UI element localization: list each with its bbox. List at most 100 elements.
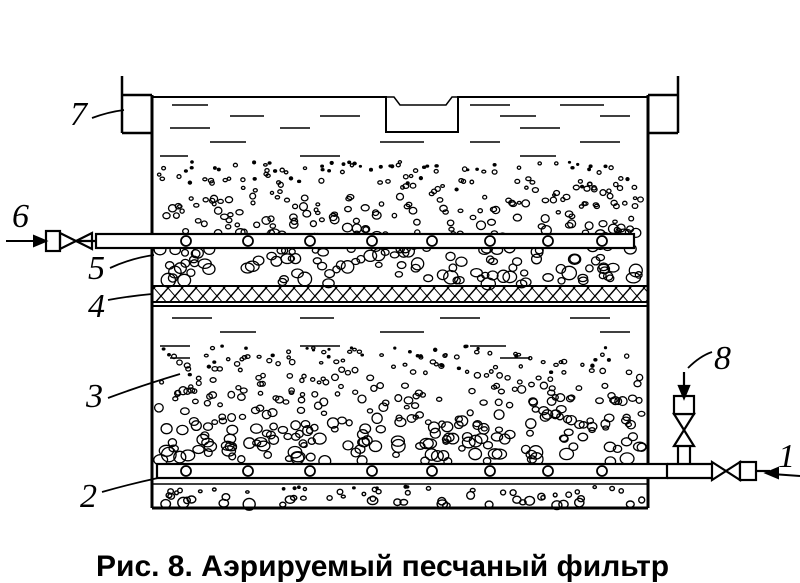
sand-grain (322, 378, 330, 386)
sand-grain (403, 484, 408, 489)
sand-grain (540, 213, 550, 224)
sand-grain (302, 486, 308, 492)
sand-grain (590, 186, 598, 193)
sand-grain (464, 369, 470, 374)
sand-grain (217, 198, 224, 205)
sand-grain (300, 419, 311, 429)
sand-grain (244, 346, 248, 350)
sand-grain (612, 444, 623, 454)
sand-grain (202, 262, 216, 276)
sand-grain (612, 203, 620, 210)
sand-grain (233, 360, 241, 367)
sand-grain (266, 357, 273, 364)
sand-grain (291, 268, 304, 279)
sand-grain (575, 385, 583, 392)
sand-grain (332, 265, 341, 274)
sand-grain (252, 187, 258, 193)
sand-grain (432, 347, 438, 352)
sand-grain (188, 416, 200, 427)
sand-grain (588, 368, 595, 374)
sand-grain (530, 253, 543, 265)
sand-grain (252, 160, 257, 165)
sand-grain (358, 164, 363, 168)
sand-grain (161, 347, 166, 351)
sand-grain (297, 271, 313, 287)
sand-grain (318, 177, 325, 184)
sand-grain (262, 163, 268, 167)
sand-grain (161, 165, 167, 171)
sand-grain (296, 485, 301, 490)
sand-grain (187, 372, 192, 377)
sand-grain (552, 492, 558, 498)
sand-grain (361, 491, 367, 497)
sand-grain (539, 381, 549, 390)
sand-grain (558, 499, 569, 509)
sand-grain (496, 269, 511, 284)
sand-grain (312, 257, 322, 265)
sand-grain (375, 424, 387, 434)
sand-grain (606, 357, 611, 362)
sand-grain (454, 415, 464, 423)
sand-grain (550, 409, 561, 420)
sand-grain (559, 447, 575, 461)
sand-grain (326, 417, 340, 429)
sand-grain (581, 201, 587, 207)
sand-grain (608, 165, 614, 171)
sand-grain (286, 372, 294, 379)
pipe-hole (242, 465, 254, 477)
sand-grain (558, 434, 569, 443)
sand-grain (565, 414, 578, 426)
sand-grain (352, 389, 359, 395)
sand-grain (202, 197, 209, 203)
sand-grain (603, 164, 608, 169)
sand-grain (275, 360, 281, 367)
sand-grain (206, 364, 212, 369)
sand-grain (216, 167, 221, 172)
sand-grain (339, 169, 345, 175)
sand-grain (194, 217, 202, 224)
sand-grain (487, 448, 503, 460)
sand-grain (226, 424, 239, 436)
sand-grain (470, 267, 483, 278)
bottom-gravel-layer (160, 484, 646, 511)
pipe-hole (484, 465, 496, 477)
sand-grain (263, 450, 273, 459)
sand-grain (540, 495, 546, 501)
sand-grain (244, 354, 251, 360)
pipe-hole (542, 465, 554, 477)
sand-grain (631, 202, 639, 210)
sand-grain (553, 362, 559, 368)
sand-grain (454, 187, 459, 192)
sand-grain (206, 393, 213, 400)
pipe-hole (304, 465, 316, 477)
sand-grain (409, 182, 417, 189)
label-2: 2 (80, 478, 97, 515)
sand-grain (371, 486, 378, 493)
sand-grain (340, 494, 346, 499)
sand-grain (261, 216, 272, 225)
sand-grain (218, 417, 228, 425)
sand-grain (480, 426, 488, 432)
sand-grain (289, 252, 302, 265)
sand-grain (368, 167, 374, 172)
sand-grain (263, 171, 269, 177)
sand-grain (269, 190, 275, 196)
sand-grain (281, 486, 286, 491)
sand-grain (477, 208, 484, 214)
sand-grain (561, 370, 567, 375)
sand-grain (560, 358, 568, 365)
sand-grain (596, 170, 602, 175)
sand-grain (598, 271, 607, 280)
sand-grain (577, 178, 584, 184)
sand-grain (390, 435, 406, 447)
sand-grain (356, 349, 363, 354)
sand-grain (509, 201, 518, 208)
sand-grain (320, 164, 325, 168)
sand-grain (211, 365, 219, 372)
sand-grain (328, 212, 338, 222)
sand-grain (301, 373, 307, 379)
sand-grain (188, 255, 199, 264)
sand-grain (189, 165, 194, 170)
sand-grain (508, 263, 518, 273)
sand-grain (378, 402, 389, 413)
